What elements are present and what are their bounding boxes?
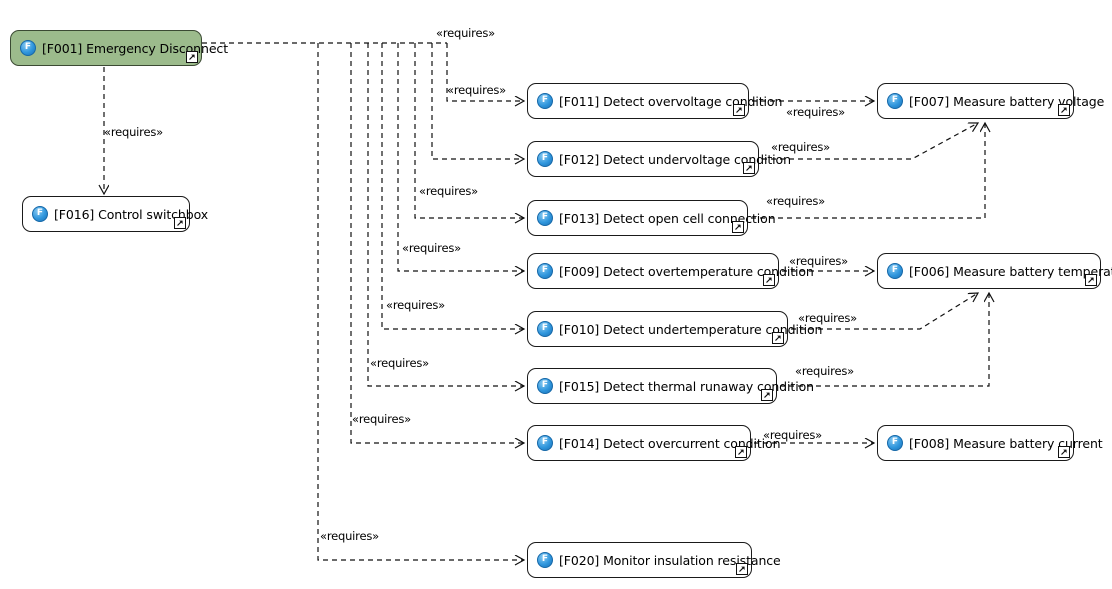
node-f020[interactable]: [F020] Monitor insulation resistance: [527, 542, 781, 578]
function-icon: [887, 93, 903, 109]
edge-label-f001-f015: «requires»: [370, 356, 429, 370]
edge-label-f015-f006: «requires»: [795, 364, 854, 378]
edge-label-f012-f007: «requires»: [771, 140, 830, 154]
node-label: [F009] Detect overtemperature condition: [559, 263, 814, 279]
edge-label-f001-f016: «requires»: [104, 125, 163, 139]
node-f008[interactable]: [F008] Measure battery current: [877, 425, 1103, 461]
node-label: [F007] Measure battery voltage: [909, 93, 1105, 109]
edge-label-f001-f012: «requires»: [436, 26, 495, 40]
expand-icon[interactable]: [761, 389, 773, 401]
node-label: [F008] Measure battery current: [909, 435, 1103, 451]
edge-label-f013-f007: «requires»: [766, 194, 825, 208]
expand-icon[interactable]: [1058, 104, 1070, 116]
node-f015[interactable]: [F015] Detect thermal runaway condition: [527, 368, 814, 404]
expand-icon[interactable]: [772, 332, 784, 344]
node-label: [F010] Detect undertemperature condition: [559, 321, 823, 337]
function-icon: [537, 321, 553, 337]
edge-label-f001-f011: «requires»: [447, 83, 506, 97]
node-f016[interactable]: [F016] Control switchbox: [22, 196, 208, 232]
expand-icon[interactable]: [732, 221, 744, 233]
function-icon: [32, 206, 48, 222]
edge-label-f014-f008: «requires»: [763, 428, 822, 442]
function-icon: [537, 210, 553, 226]
function-icon: [537, 263, 553, 279]
expand-icon[interactable]: [763, 274, 775, 286]
node-label: [F015] Detect thermal runaway condition: [559, 378, 814, 394]
expand-icon[interactable]: [1058, 446, 1070, 458]
node-f014[interactable]: [F014] Detect overcurrent condition: [527, 425, 780, 461]
node-label: [F016] Control switchbox: [54, 206, 209, 222]
node-label: [F011] Detect overvoltage condition: [559, 93, 783, 109]
function-icon: [20, 40, 36, 56]
node-f009[interactable]: [F009] Detect overtemperature condition: [527, 253, 814, 289]
expand-icon[interactable]: [186, 51, 198, 63]
expand-icon[interactable]: [743, 162, 755, 174]
node-label: [F001] Emergency Disconnect: [42, 40, 228, 56]
node-f006[interactable]: [F006] Measure battery temperature: [877, 253, 1112, 289]
function-icon: [537, 151, 553, 167]
function-icon: [887, 263, 903, 279]
node-label: [F014] Detect overcurrent condition: [559, 435, 781, 451]
function-icon: [537, 435, 553, 451]
edge-label-f011-f007: «requires»: [786, 105, 845, 119]
node-f001[interactable]: [F001] Emergency Disconnect: [10, 30, 228, 66]
expand-icon[interactable]: [735, 446, 747, 458]
edge-label-f001-f014: «requires»: [352, 412, 411, 426]
node-f012[interactable]: [F012] Detect undervoltage condition: [527, 141, 791, 177]
expand-icon[interactable]: [1085, 274, 1097, 286]
edge-label-f001-f010: «requires»: [386, 298, 445, 312]
node-label: [F020] Monitor insulation resistance: [559, 552, 781, 568]
edge-label-f009-f006: «requires»: [789, 254, 848, 268]
node-f011[interactable]: [F011] Detect overvoltage condition: [527, 83, 782, 119]
expand-icon[interactable]: [736, 563, 748, 575]
node-label: [F013] Detect open cell connection: [559, 210, 776, 226]
edge-label-f001-f013: «requires»: [419, 184, 478, 198]
node-label: [F012] Detect undervoltage condition: [559, 151, 791, 167]
function-icon: [537, 378, 553, 394]
edge-label-f001-f020: «requires»: [320, 529, 379, 543]
edge-label-f010-f006: «requires»: [798, 311, 857, 325]
function-icon: [537, 93, 553, 109]
edge-F001-F012: [431, 43, 524, 159]
node-f007[interactable]: [F007] Measure battery voltage: [877, 83, 1104, 119]
edge-label-f001-f009: «requires»: [402, 241, 461, 255]
edge-F001-F009: [397, 43, 524, 271]
expand-icon[interactable]: [174, 217, 186, 229]
node-f010[interactable]: [F010] Detect undertemperature condition: [527, 311, 822, 347]
function-icon: [537, 552, 553, 568]
node-f013[interactable]: [F013] Detect open cell connection: [527, 200, 776, 236]
function-icon: [887, 435, 903, 451]
expand-icon[interactable]: [733, 104, 745, 116]
node-label: [F006] Measure battery temperature: [909, 263, 1112, 279]
